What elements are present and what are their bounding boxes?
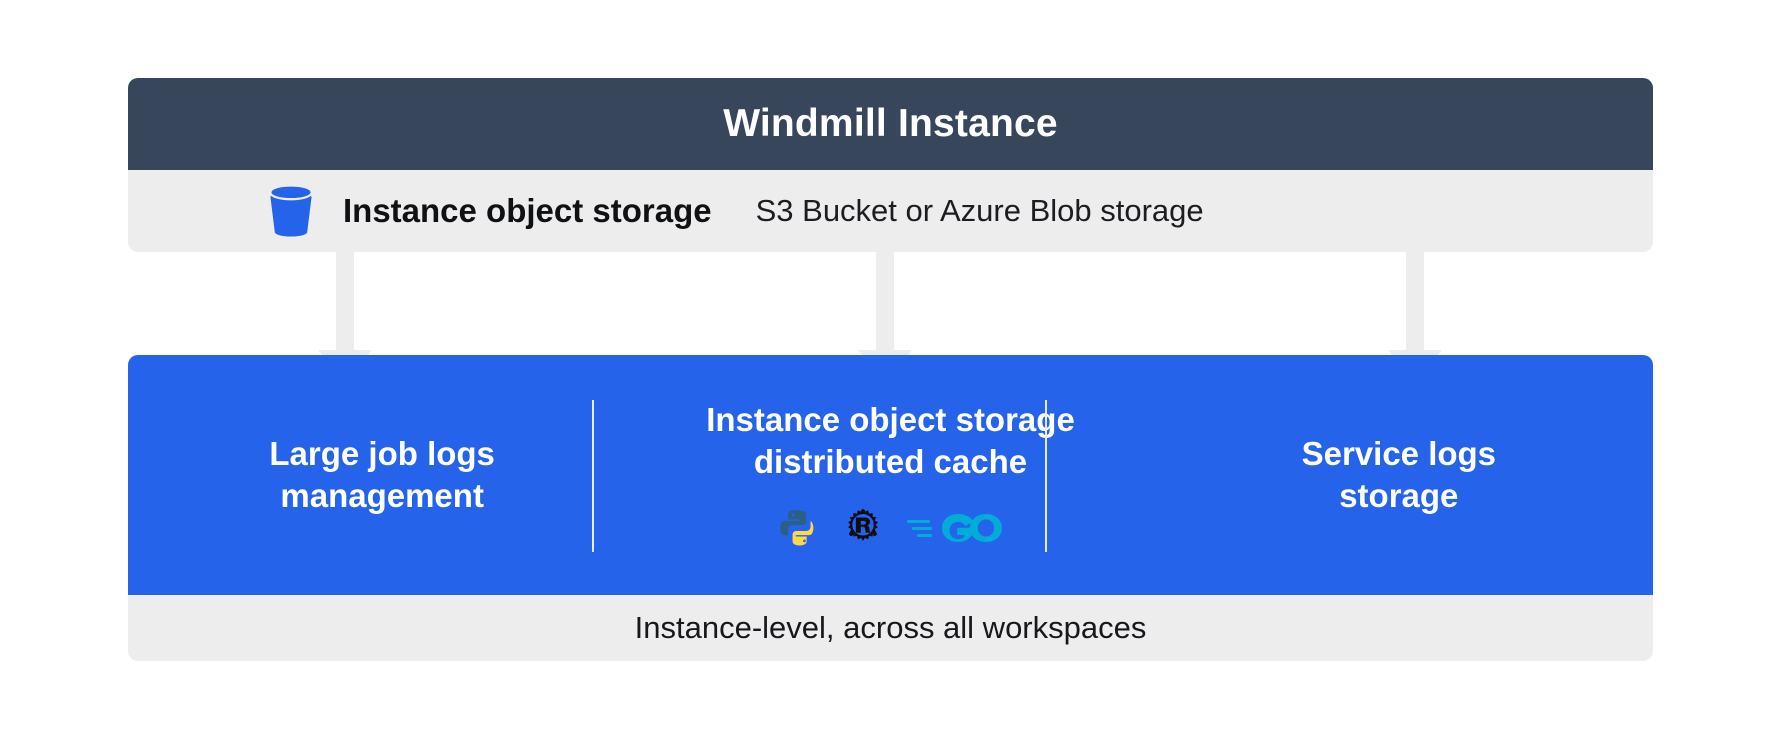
feature-column-large-job-logs: Large job logs management: [128, 355, 636, 595]
instance-title-bar: Windmill Instance: [128, 78, 1653, 170]
page-title: Windmill Instance: [723, 102, 1058, 145]
feature-column-distributed-cache: Instance object storage distributed cach…: [636, 355, 1144, 595]
feature-label-large-job-logs: Large job logs management: [269, 435, 495, 514]
instance-object-storage-label: Instance object storage: [343, 192, 712, 229]
instance-scope-label: Instance-level, across all workspaces: [634, 610, 1147, 645]
feature-label-distributed-cache: Instance object storage distributed cach…: [706, 401, 1075, 480]
language-logo-row: [778, 505, 1003, 551]
arrow-to-distributed-cache: [858, 242, 912, 382]
column-divider-1: [592, 400, 594, 552]
go-logo-icon: [906, 508, 1003, 548]
instance-object-storage-row: Instance object storage S3 Bucket or Azu…: [128, 170, 1653, 252]
column-divider-2: [1045, 400, 1047, 552]
instance-card: Windmill Instance Instance object storag…: [128, 78, 1653, 252]
python-logo-icon: [778, 507, 820, 549]
arrow-to-large-job-logs: [318, 242, 372, 382]
instance-scope-bar: Instance-level, across all workspaces: [128, 595, 1653, 661]
feature-column-service-logs: Service logs storage: [1145, 355, 1653, 595]
bucket-icon: [265, 185, 343, 237]
arrow-to-service-logs: [1388, 242, 1442, 382]
storage-features-panel: Large job logs management Instance objec…: [128, 355, 1653, 595]
rust-logo-icon: [842, 507, 884, 549]
storage-features-card: Large job logs management Instance objec…: [128, 355, 1653, 661]
feature-label-service-logs: Service logs storage: [1301, 435, 1497, 514]
instance-object-storage-detail: S3 Bucket or Azure Blob storage: [755, 193, 1204, 228]
